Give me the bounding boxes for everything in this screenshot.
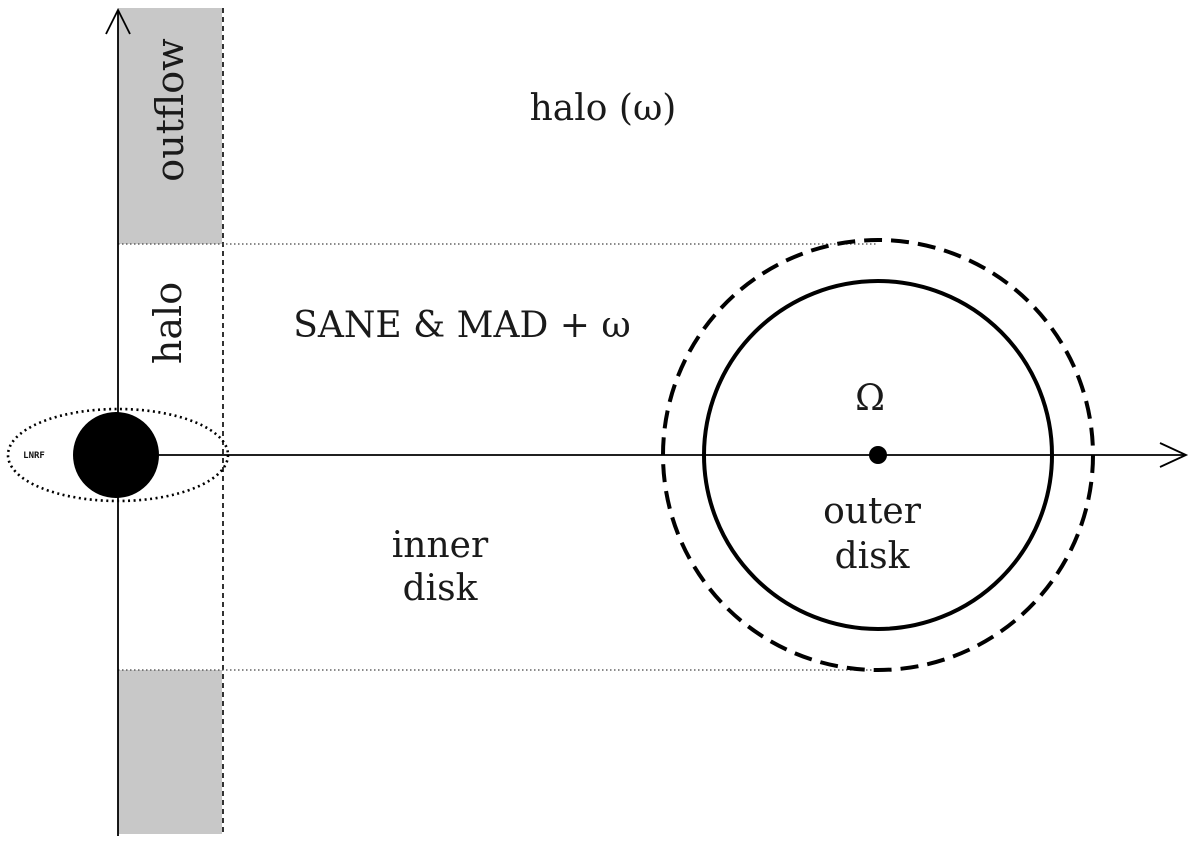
outer-disk-dashed-circle: [661, 238, 1095, 672]
lnrf-frame-ellipse: [6, 407, 230, 503]
outer-disk-solid-circle: [702, 279, 1054, 631]
outer-disk-center-dot: [869, 446, 887, 464]
omega-capital-label: Ω: [855, 378, 885, 419]
lnrf-label: LNRF: [23, 451, 45, 461]
halo-omega-label: halo (ω): [530, 88, 677, 129]
inner-disk-label-line1: inner: [392, 525, 489, 566]
sane-mad-label: SANE & MAD + ω: [293, 305, 631, 346]
black-hole: [73, 412, 159, 498]
outflow-region-bottom: [118, 670, 222, 834]
outer-disk-label-line1: outer: [823, 491, 922, 532]
halo-vertical-label: halo: [146, 282, 190, 364]
vertical-axis-arrowhead: [105, 7, 131, 35]
horizontal-axis-arrowhead: [1159, 442, 1189, 468]
inner-disk-label-line2: disk: [403, 568, 479, 609]
outflow-region-top: [118, 8, 222, 244]
outflow-label: outflow: [148, 38, 192, 182]
outer-disk-label-line2: disk: [835, 536, 911, 577]
